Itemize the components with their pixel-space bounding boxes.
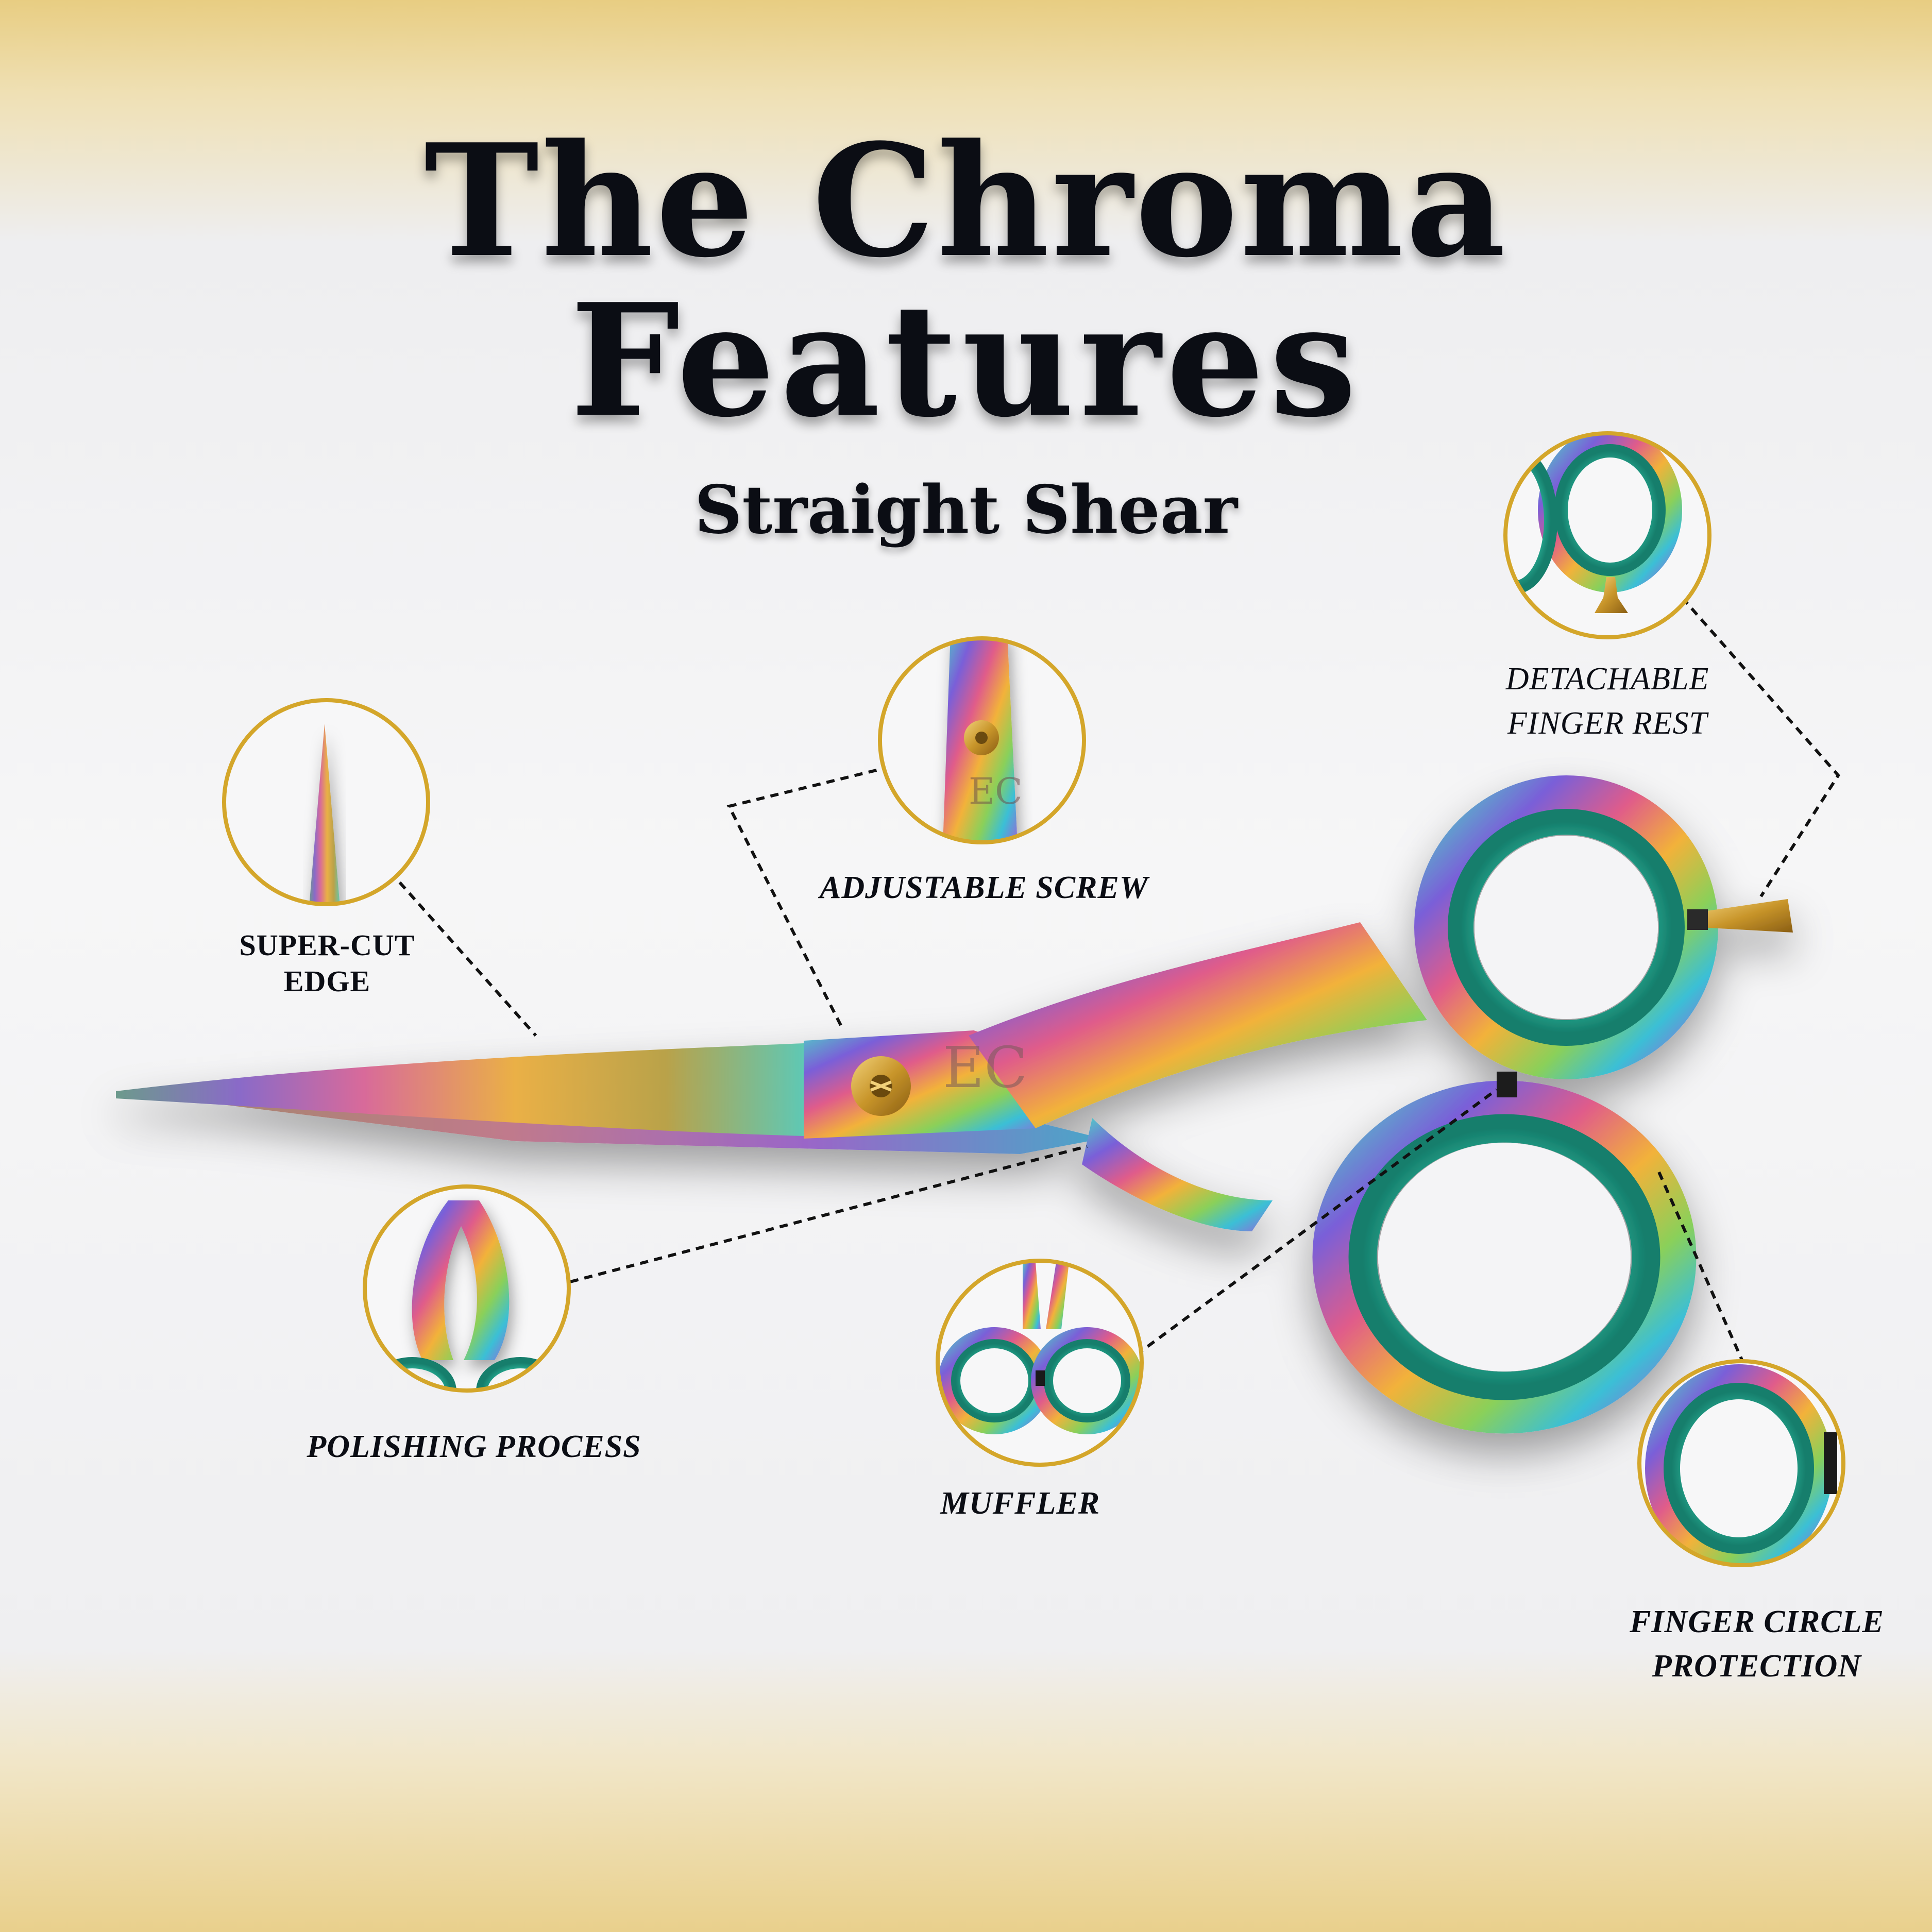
label-finger-circle-protection-line-2: PROTECTION: [1652, 1649, 1862, 1684]
lower-ring: [1312, 1080, 1697, 1434]
page-subtitle: Straight Shear: [694, 471, 1238, 549]
finger-rest: [1687, 899, 1793, 933]
label-polishing-process: POLISHING PROCESS: [307, 1429, 641, 1464]
upper-shank: [969, 922, 1427, 1128]
label-finger-circle-protection: FINGER CIRCLE PROTECTION: [1618, 1600, 1896, 1688]
svg-text:EC: EC: [969, 770, 1023, 812]
label-super-cut-edge-line-2: EDGE: [283, 964, 371, 998]
callout-polishing-process: [363, 1184, 571, 1393]
callout-super-cut-edge: [222, 698, 430, 906]
page-title-line-1: The Chroma: [424, 110, 1508, 292]
brand-logo-mark: EC: [943, 1035, 1027, 1100]
label-finger-circle-protection-line-1: FINGER CIRCLE: [1630, 1604, 1884, 1639]
callout-adjustable-screw: EC: [878, 636, 1086, 844]
adjustable-screw-part: [851, 1056, 911, 1116]
upper-ring: [1414, 775, 1718, 1079]
label-detachable-finger-rest: DETACHABLE FINGER REST: [1484, 657, 1731, 745]
label-detachable-finger-rest-line-2: FINGER REST: [1507, 706, 1708, 741]
leader-polish: [556, 1145, 1088, 1287]
leader-muffler: [1135, 1088, 1498, 1357]
muffler: [1497, 1072, 1517, 1097]
lower-shank: [1082, 1118, 1273, 1231]
label-super-cut-edge: SUPER-CUT EDGE: [222, 927, 433, 999]
callout-finger-circle-protection: [1637, 1359, 1845, 1567]
leader-edge: [369, 849, 537, 1037]
leader-finger-rest: [1681, 597, 1840, 897]
label-muffler: MUFFLER: [940, 1486, 1100, 1521]
label-detachable-finger-rest-line-1: DETACHABLE: [1505, 662, 1709, 697]
scissors: EC: [116, 775, 1793, 1434]
label-adjustable-screw: ADJUSTABLE SCREW: [820, 870, 1148, 905]
page-title-line-2: Features: [570, 269, 1362, 451]
label-super-cut-edge-line-1: SUPER-CUT: [239, 928, 415, 962]
upper-blade: [116, 1043, 804, 1136]
leader-protection: [1657, 1171, 1758, 1395]
pivot-plate: [804, 1030, 1038, 1139]
callout-muffler: [936, 1259, 1144, 1467]
callout-detachable-finger-rest: [1503, 431, 1711, 639]
